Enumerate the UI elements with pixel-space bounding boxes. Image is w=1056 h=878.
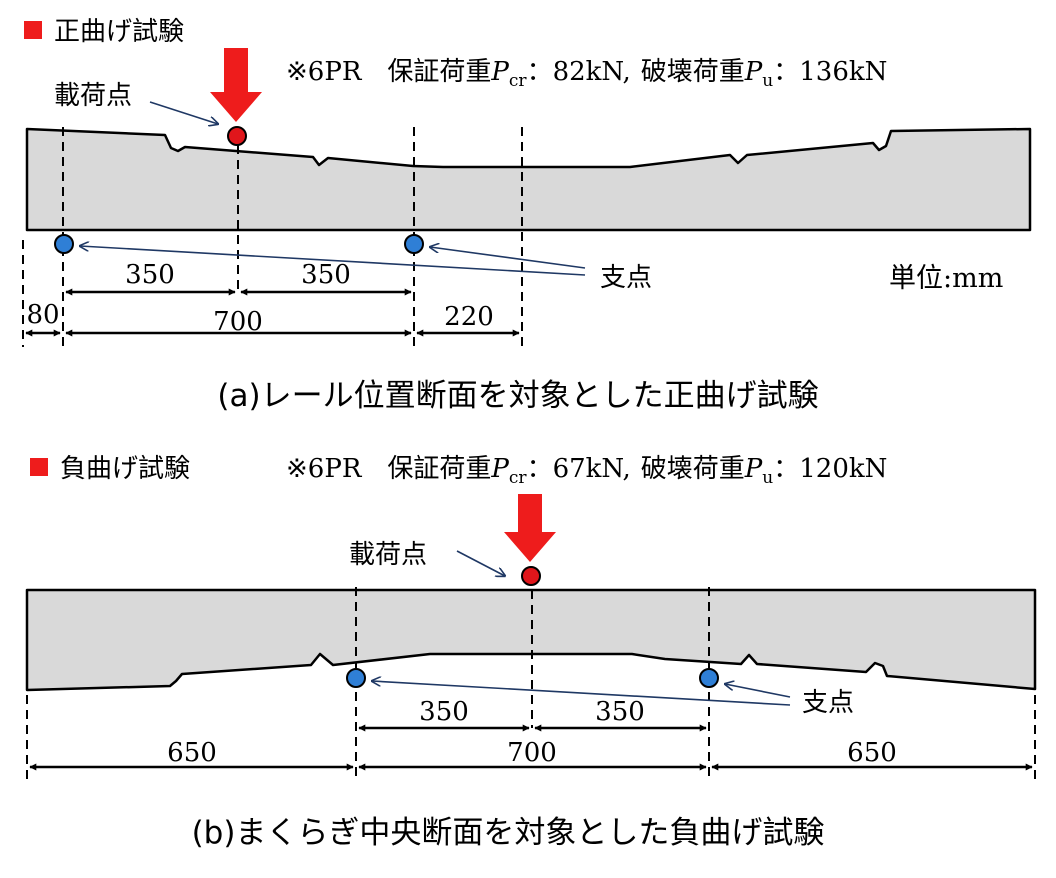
support-marker-left — [346, 668, 366, 688]
support-leader-left — [80, 246, 586, 276]
support-marker-left — [54, 234, 74, 254]
panel-a: 正曲げ試験 ※6PR 保証荷重Pcr：82kN,破壊荷重Pu：136kN 載荷点… — [22, 17, 1032, 414]
support-leader-right — [430, 247, 586, 269]
support-label: 支点 — [600, 263, 652, 293]
support-marker-right — [699, 668, 719, 688]
load-point-marker — [521, 566, 541, 586]
dim-label-350-right: 350 — [595, 697, 645, 727]
load-point-leader — [456, 550, 505, 576]
dim-label-80: 80 — [26, 300, 59, 330]
dim-label-220: 220 — [444, 302, 494, 332]
dim-label-350-left: 350 — [419, 697, 469, 727]
dim-label-700: 700 — [507, 738, 557, 768]
dim-label-650-left: 650 — [167, 738, 217, 768]
legend-square-icon — [24, 21, 42, 39]
load-point-leader — [149, 101, 218, 124]
load-arrow-icon — [504, 494, 556, 562]
dim-label-700: 700 — [213, 307, 263, 337]
load-point-marker — [227, 126, 247, 146]
dim-label-650-right: 650 — [847, 738, 897, 768]
load-arrow-icon — [210, 48, 262, 122]
legend-label: 負曲げ試験 — [60, 454, 190, 484]
dim-label-350-left: 350 — [125, 260, 175, 290]
load-point-label: 載荷点 — [349, 540, 427, 570]
legend-label: 正曲げ試験 — [54, 17, 184, 47]
spec-line: ※6PR 保証荷重Pcr：67kN,破壊荷重Pu：120kN — [286, 454, 887, 488]
unit-label: 単位:mm — [889, 263, 1003, 294]
dim-label-350-right: 350 — [301, 260, 351, 290]
support-leader-right — [725, 684, 791, 698]
support-marker-right — [404, 234, 424, 254]
support-leader-left — [372, 681, 791, 706]
support-label: 支点 — [802, 688, 854, 718]
load-point-label: 載荷点 — [54, 81, 132, 111]
caption-b: (b)まくらぎ中央断面を対象とした負曲げ試験 — [192, 815, 825, 851]
caption-a: (a)レール位置断面を対象とした正曲げ試験 — [217, 378, 818, 414]
legend-square-icon — [30, 458, 48, 476]
spec-line: ※6PR 保証荷重Pcr：82kN,破壊荷重Pu：136kN — [286, 57, 887, 91]
beam-section — [25, 127, 1032, 232]
panel-b: 負曲げ試験 ※6PR 保証荷重Pcr：67kN,破壊荷重Pu：120kN 載荷点… — [25, 454, 1037, 851]
